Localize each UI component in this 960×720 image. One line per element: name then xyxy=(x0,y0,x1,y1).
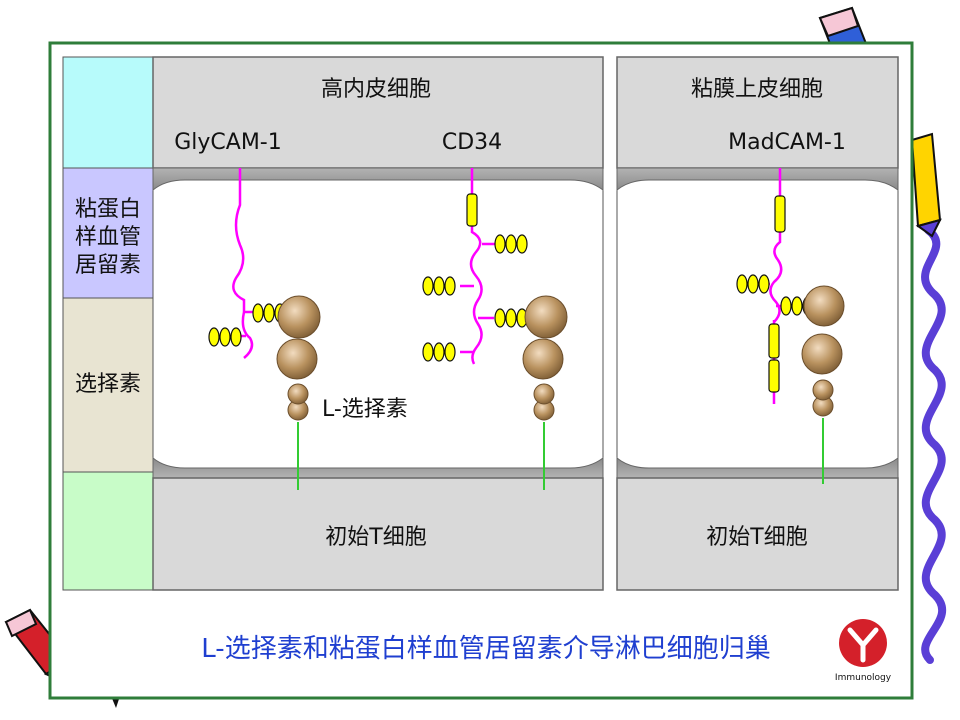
t-cell-membrane-1 xyxy=(152,456,604,479)
l-selectin-1 xyxy=(276,295,321,490)
panel-mucosal: 粘膜上皮细胞 MadCAM-1 初始T细胞 xyxy=(616,56,899,591)
madcam-label: MadCAM-1 xyxy=(728,130,846,155)
cd34-branches xyxy=(460,242,496,354)
l-selectin-2 xyxy=(522,295,568,490)
t-cell-membrane-2 xyxy=(616,456,899,479)
cd34-sugar-chain-1 xyxy=(494,234,528,254)
legend-addressin-line-2: 样血管 xyxy=(75,225,141,250)
l-selectin-label: L-选择素 xyxy=(322,397,408,422)
legend-blank-top xyxy=(62,56,154,169)
madcam-ig-domains-lower xyxy=(768,320,780,404)
panel-hev: 高内皮细胞 GlyCAM-1 CD34 初始T细胞 L-选择素 xyxy=(152,56,604,591)
naive-t-label-2: 初始T细胞 xyxy=(706,525,807,550)
naive-t-label-1: 初始T细胞 xyxy=(325,525,426,550)
glycam-sugar-chain-2 xyxy=(208,327,242,347)
legend-column: 粘蛋白 样血管 居留素 选择素 xyxy=(62,56,154,591)
mucosal-membrane xyxy=(616,167,899,192)
cd34-mucin xyxy=(469,168,483,365)
decorative-squiggle xyxy=(921,226,947,664)
legend-addressin-line-1: 粘蛋白 xyxy=(75,197,141,222)
madcam-ig-domain-top xyxy=(774,195,786,233)
cd34-ig-domain xyxy=(466,193,478,227)
hev-title: 高内皮细胞 xyxy=(321,77,431,102)
legend-addressin-line-3: 居留素 xyxy=(75,253,141,278)
madcam-sugar-chain-1 xyxy=(736,274,770,294)
diagram-caption: L-选择素和粘蛋白样血管居留素介导淋巴细胞归巢 xyxy=(201,634,770,664)
legend-selectin-box xyxy=(62,297,154,473)
madcam-mucin xyxy=(769,168,783,323)
immunology-logo: Immunology xyxy=(835,619,892,683)
cd34-sugar-chain-3 xyxy=(494,308,528,328)
logo-text: Immunology xyxy=(835,673,892,683)
hev-membrane xyxy=(152,167,604,192)
cd34-sugar-chain-4 xyxy=(422,342,456,362)
mucosal-title: 粘膜上皮细胞 xyxy=(691,77,823,102)
legend-blank-bottom xyxy=(62,471,154,591)
legend-selectin-label: 选择素 xyxy=(75,372,141,397)
glycam-mucin xyxy=(232,168,254,359)
t-cell-1 xyxy=(152,477,604,591)
pencil-icon-right xyxy=(910,132,942,238)
glycam-label: GlyCAM-1 xyxy=(174,130,282,155)
cd34-label: CD34 xyxy=(442,130,502,155)
t-cell-2 xyxy=(616,477,899,591)
cd34-sugar-chain-2 xyxy=(422,276,456,296)
l-selectin-3 xyxy=(801,285,845,484)
